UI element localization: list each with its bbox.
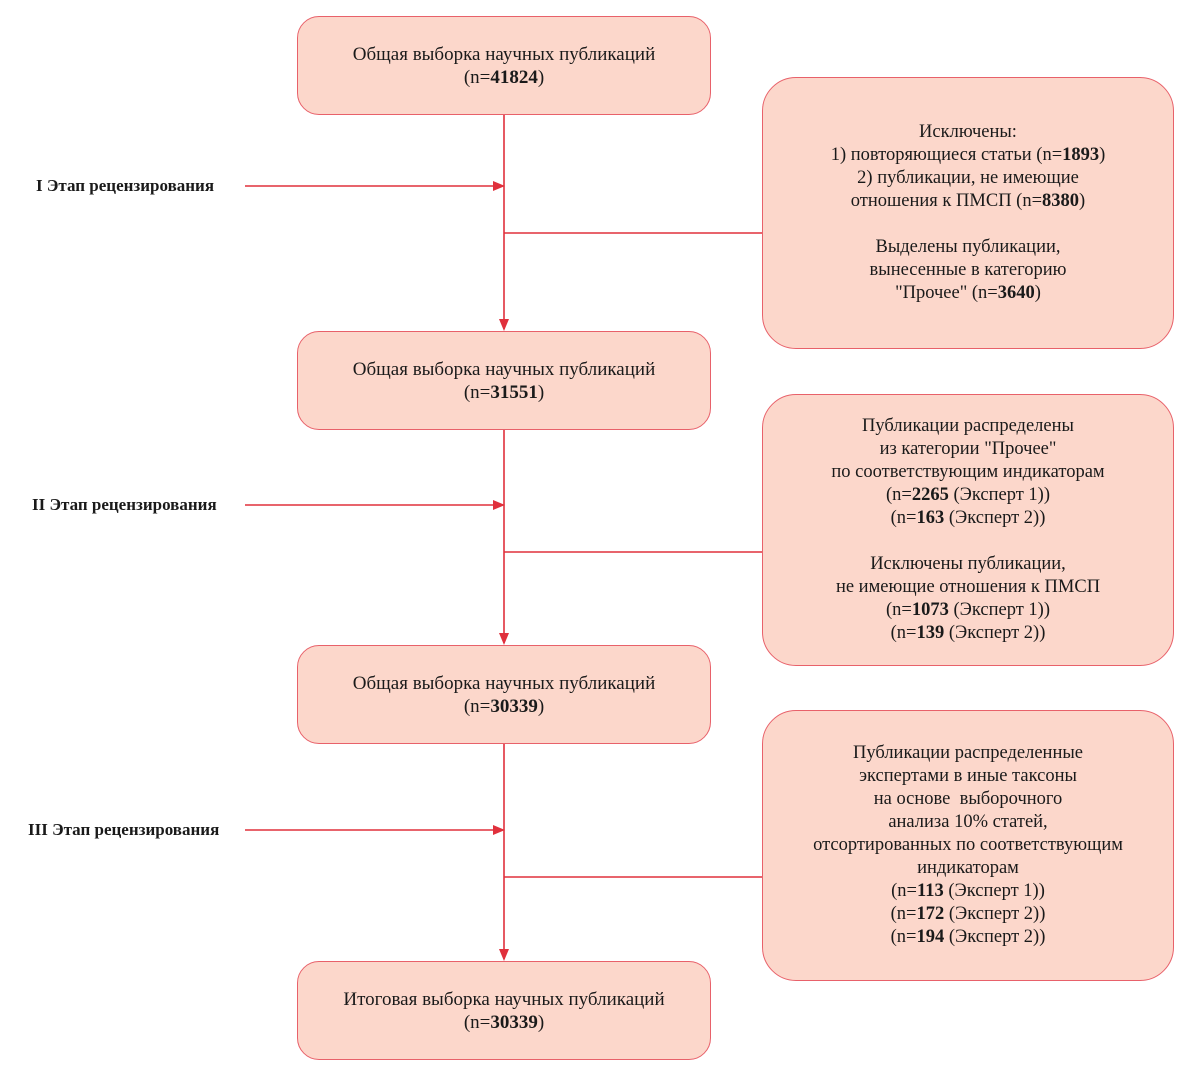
side-line: "Прочее" (n=3640) xyxy=(895,283,1041,303)
side-line: (n=2265 (Эксперт 1)) xyxy=(886,485,1050,505)
side-box-2: Публикации распределены из категории "Пр… xyxy=(762,394,1174,666)
side-line: отсортированных по соответствующим xyxy=(813,835,1123,855)
main-box-count: (n=30339) xyxy=(463,695,545,717)
side-box-3: Публикации распределенные экспертами в и… xyxy=(762,710,1174,981)
side-line: (n=172 (Эксперт 2)) xyxy=(890,904,1046,924)
side-line: Выделены публикации, xyxy=(875,237,1061,257)
main-box-final: Итоговая выборка научных публикаций (n=3… xyxy=(297,961,711,1060)
side-line: экспертами в иные таксоны xyxy=(859,766,1077,786)
side-line: анализа 10% статей, xyxy=(888,812,1048,832)
side-line: (n=113 (Эксперт 1)) xyxy=(891,881,1045,901)
side-line: индикаторам xyxy=(917,858,1019,878)
main-box-1: Общая выборка научных публикаций (n=4182… xyxy=(297,16,711,115)
side-line: (n=1073 (Эксперт 1)) xyxy=(886,600,1050,620)
stage-label-1: I Этап рецензирования xyxy=(36,176,215,195)
side-line: вынесенные в категорию xyxy=(869,260,1067,280)
main-box-count: (n=41824) xyxy=(463,66,545,88)
main-box-title: Общая выборка научных публикаций xyxy=(352,43,656,65)
side-line: Исключены публикации, xyxy=(870,554,1066,574)
side-box-1: Исключены: 1) повторяющиеся статьи (n=18… xyxy=(762,77,1174,349)
main-box-count: (n=31551) xyxy=(463,381,545,403)
main-box-title: Итоговая выборка научных публикаций xyxy=(343,988,665,1010)
side-line: отношения к ПМСП (n=8380) xyxy=(850,191,1086,211)
stage-label-3: III Этап рецензирования xyxy=(28,820,220,839)
main-box-title: Общая выборка научных публикаций xyxy=(352,358,656,380)
main-box-title: Общая выборка научных публикаций xyxy=(352,672,656,694)
side-line: (n=139 (Эксперт 2)) xyxy=(890,623,1046,643)
side-line: на основе выборочного xyxy=(873,789,1063,809)
main-box-2: Общая выборка научных публикаций (n=3155… xyxy=(297,331,711,430)
side-line: из категории "Прочее" xyxy=(879,439,1057,459)
main-box-3: Общая выборка научных публикаций (n=3033… xyxy=(297,645,711,744)
stage-label-2: II Этап рецензирования xyxy=(32,495,217,514)
side-line: (n=163 (Эксперт 2)) xyxy=(890,508,1046,528)
side-line: Публикации распределены xyxy=(862,416,1074,436)
side-line: по соответствующим индикаторам xyxy=(831,462,1105,482)
side-line: 2) публикации, не имеющие xyxy=(857,168,1079,188)
side-line: не имеющие отношения к ПМСП xyxy=(835,577,1101,597)
main-box-count: (n=30339) xyxy=(463,1011,545,1033)
side-line: Публикации распределенные xyxy=(853,743,1083,763)
side-line: (n=194 (Эксперт 2)) xyxy=(890,927,1046,947)
side-line: 1) повторяющиеся статьи (n=1893) xyxy=(830,145,1106,165)
side-line: Исключены: xyxy=(919,122,1017,142)
